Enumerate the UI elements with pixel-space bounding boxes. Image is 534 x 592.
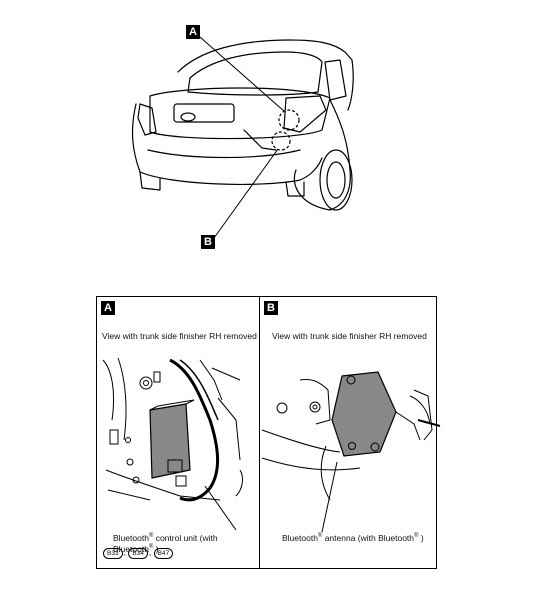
- emblem: [180, 112, 196, 122]
- rear-wheel-hub: [326, 161, 346, 199]
- left-tail-light: [137, 103, 157, 136]
- bumper-detail: [243, 129, 277, 151]
- panel-b-caption: View with trunk side finisher RH removed: [272, 331, 427, 341]
- panel-a-connectors: B33, B34, B47: [103, 547, 174, 559]
- leader-line-panel-a: [204, 485, 237, 531]
- right-tail-light: [283, 95, 327, 133]
- panel-b-callout-end: ): [418, 533, 424, 543]
- leader-line-panel-b: [321, 461, 338, 533]
- panel-a-callout-main: Bluetooth: [113, 533, 149, 543]
- detail-panel-b: B View with trunk side finisher RH remov…: [259, 296, 437, 569]
- overview-marker-b: B: [201, 235, 215, 249]
- panel-b-callout-sup2: ®: [414, 533, 419, 540]
- connector-badge: B34: [128, 548, 148, 559]
- car-roof-outline: [177, 39, 354, 111]
- panel-b-tag: B: [264, 301, 278, 315]
- panel-a-caption: View with trunk side finisher RH removed: [102, 331, 257, 341]
- location-circle-a: [278, 109, 300, 131]
- panel-a-callout-sup2: ®: [148, 544, 154, 551]
- license-plate-recess: [173, 103, 235, 123]
- panel-b-callout-mid: antenna (with Bluetooth: [322, 533, 415, 543]
- bluetooth-antenna: [331, 371, 397, 457]
- rear-wheel: [319, 149, 353, 211]
- panel-a-callout-sup1: ®: [148, 533, 154, 540]
- connector-badge: B33: [103, 548, 123, 559]
- panel-b-callout: Bluetooth® antenna (with Bluetooth® ): [282, 533, 424, 544]
- overview-marker-a: A: [186, 25, 200, 39]
- panel-b-callout-main: Bluetooth: [282, 533, 318, 543]
- rear-window: [187, 51, 323, 96]
- trunk-lid: [149, 87, 331, 140]
- leader-line-a: [199, 36, 286, 113]
- connector-badge: B47: [153, 548, 174, 559]
- leader-line-b: [213, 148, 279, 239]
- panel-a-illustration: [102, 357, 244, 502]
- left-tire: [139, 171, 161, 191]
- location-circle-b: [271, 131, 291, 151]
- detail-panel-a: A View with trunk side finisher RH remov…: [96, 296, 260, 569]
- rear-bumper: [131, 103, 323, 186]
- connector-separator: ,: [148, 547, 152, 557]
- bumper-line: [147, 149, 301, 159]
- rear-quarter-window: [324, 59, 347, 101]
- rear-quarter-panel: [293, 99, 351, 211]
- panel-b-illustration: [261, 371, 441, 501]
- panel-a-tag: A: [101, 301, 115, 315]
- right-tire: [285, 181, 305, 197]
- connector-separator: ,: [123, 547, 126, 557]
- panel-b-callout-sup1: ®: [317, 533, 323, 540]
